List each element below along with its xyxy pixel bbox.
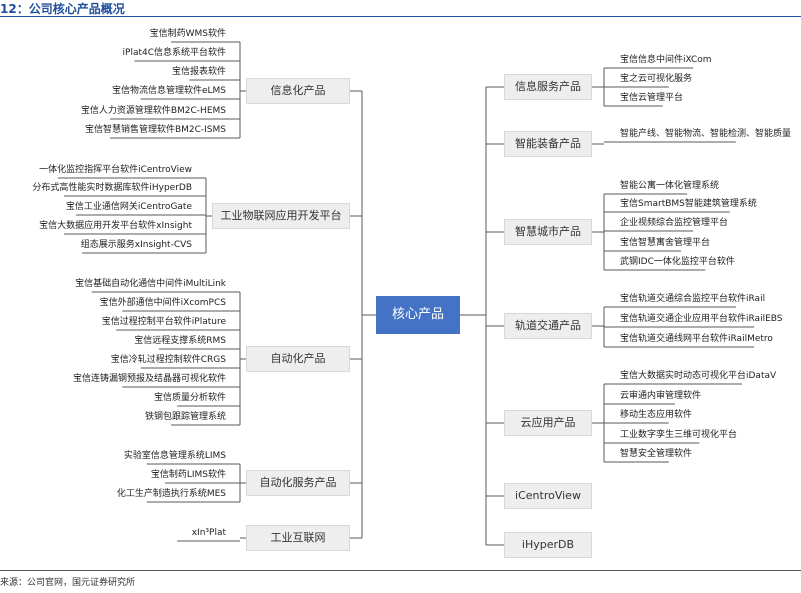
right-leaf-item: 企业视频综合监控管理平台 <box>620 218 729 228</box>
right-leaf-item: 宝信SmartBMS智能建筑管理系统 <box>620 199 757 209</box>
left-category-1: 信息化产品 <box>246 78 350 104</box>
center-node: 核心产品 <box>376 296 460 334</box>
source-note: 来源：公司官网，国元证券研究所 <box>0 578 136 588</box>
right-leaf-item: 武钢IDC一体化监控平台软件 <box>620 257 735 267</box>
left-leaf-item: iPlat4C信息系统平台软件 <box>122 48 226 58</box>
left-category-4: 自动化服务产品 <box>246 470 350 496</box>
left-leaf-item: 宝信过程控制平台软件iPlature <box>101 317 226 327</box>
left-leaf-item: 宝信制药WMS软件 <box>149 29 226 39</box>
right-leaf-item: 宝信信息中间件iXCom <box>620 55 712 65</box>
left-leaf-item: 化工生产制造执行系统MES <box>116 489 226 499</box>
figure-title: 12：公司核心产品概况 <box>0 2 125 16</box>
left-leaf-item: 宝信冷轧过程控制软件CRGS <box>110 355 226 365</box>
left-leaf-item: 宝信报表软件 <box>171 67 226 77</box>
left-leaf-item: 宝信人力资源管理软件BM2C-HEMS <box>80 106 226 116</box>
right-leaf-item: 宝信轨道交通综合监控平台软件iRail <box>620 294 766 304</box>
left-leaf-item: 宝信基础自动化通信中间件iMultiLink <box>75 279 226 289</box>
left-leaf-item: 一体化监控指挥平台软件iCentroView <box>39 165 192 175</box>
right-leaf-item: 云审通内审管理软件 <box>620 391 702 401</box>
title-divider <box>0 16 801 17</box>
left-leaf-item: 宝信连铸漏钢预报及结晶器可视化软件 <box>72 374 226 384</box>
right-leaf-item: 宝之云可视化服务 <box>620 74 693 84</box>
left-leaf-item: 宝信质量分析软件 <box>153 393 226 403</box>
left-leaf-item: 宝信大数据应用开发平台软件xInsight <box>39 221 192 231</box>
left-leaf-item: 宝信外部通信中间件iXcomPCS <box>99 298 226 308</box>
left-category-5: 工业互联网 <box>246 525 350 551</box>
left-leaf-item: 宝信远程支撑系统RMS <box>134 336 226 346</box>
left-leaf-item: 分布式高性能实时数据库软件iHyperDB <box>32 183 192 193</box>
left-leaf-item: 宝信智慧销售管理软件BM2C-ISMS <box>84 125 226 135</box>
left-leaf-item: 宝信工业通信网关iCentroGate <box>65 202 192 212</box>
right-category-7: iHyperDB <box>504 532 592 558</box>
right-category-1: 信息服务产品 <box>504 74 592 100</box>
right-leaf-item: 宝信云管理平台 <box>620 93 684 103</box>
left-leaf-item: xIn³Plat <box>191 528 226 538</box>
left-category-2: 工业物联网应用开发平台 <box>212 203 350 229</box>
left-leaf-item: 宝信物流信息管理软件eLMS <box>111 86 226 96</box>
footer-divider <box>0 570 801 571</box>
left-leaf-item: 铁钢包跟踪管理系统 <box>144 412 226 422</box>
right-category-2: 智能装备产品 <box>504 131 592 157</box>
right-leaf-item: 移动生态应用软件 <box>620 410 693 420</box>
right-leaf-item: 宝信轨道交通线网平台软件iRailMetro <box>620 334 773 344</box>
right-leaf-item: 智能产线、智能物流、智能检测、智能质量 <box>620 129 792 139</box>
left-category-3: 自动化产品 <box>246 346 350 372</box>
right-leaf-item: 宝信轨道交通企业应用平台软件iRailEBS <box>620 314 783 324</box>
right-category-5: 云应用产品 <box>504 410 592 436</box>
right-leaf-item: 智能公寓一体化管理系统 <box>620 181 720 191</box>
left-leaf-item: 组态展示服务xInsight-CVS <box>80 240 192 250</box>
right-leaf-item: 智慧安全管理软件 <box>620 449 693 459</box>
left-leaf-item: 宝信制药LIMS软件 <box>150 470 226 480</box>
right-leaf-item: 宝信大数据实时动态可视化平台iDataV <box>620 371 777 381</box>
right-category-4: 轨道交通产品 <box>504 313 592 339</box>
right-leaf-item: 宝信智慧寓舍管理平台 <box>620 238 711 248</box>
right-category-6: iCentroView <box>504 483 592 509</box>
right-category-3: 智慧城市产品 <box>504 219 592 245</box>
left-leaf-item: 实验室信息管理系统LIMS <box>123 451 226 461</box>
right-leaf-item: 工业数字孪生三维可视化平台 <box>620 430 738 440</box>
